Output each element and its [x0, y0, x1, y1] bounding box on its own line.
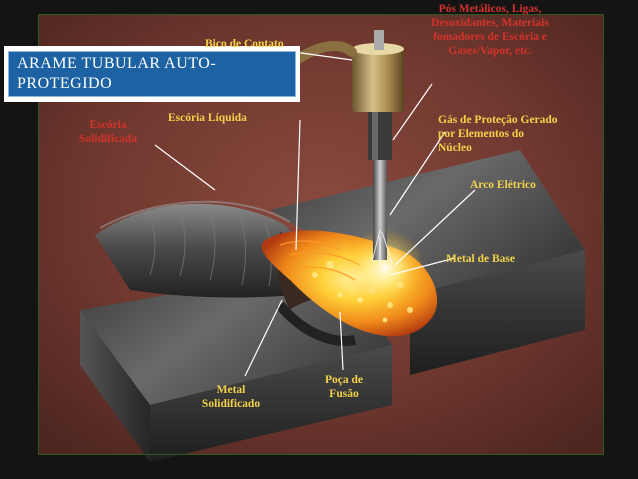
label-gas-line1: Gás de Proteção Gerado	[438, 114, 558, 126]
label-pos-line1: Pós Metálicos, Ligas,	[438, 3, 542, 15]
label-escoria-sol-line1: Escória	[89, 119, 127, 131]
label-pos-line2: Desoxidantes, Materiais	[431, 17, 549, 29]
label-bico-de-contato: Bico de Contato	[205, 38, 284, 50]
label-metal-solidificado: Metal Solidificado	[186, 383, 276, 411]
label-metal-de-base: Metal de Base	[446, 253, 515, 265]
label-arco-eletrico: Arco Elétrico	[470, 179, 536, 191]
label-poca-line1: Poça de	[324, 374, 363, 386]
label-escoria-liquida: Escória Líquida	[168, 112, 247, 124]
label-gas-protecao: Gás de Proteção Gerado por Elementos do …	[438, 113, 558, 155]
label-metal-sol-line2: Solidificado	[201, 398, 261, 410]
label-poca-de-fusao: Poça de Fusão	[312, 373, 376, 401]
label-poca-line2: Fusão	[329, 388, 359, 400]
label-escoria-solidificada: Escória Solidificada	[58, 118, 158, 146]
label-pos-metalicos: Pós Metálicos, Ligas, Desoxidantes, Mate…	[395, 2, 585, 58]
label-metal-sol-line1: Metal	[216, 384, 246, 396]
slide-title: ARAME TUBULAR AUTO-PROTEGIDO	[8, 51, 296, 97]
label-escoria-sol-line2: Solidificada	[78, 133, 138, 145]
label-pos-line3: fomadores de Escória e	[433, 31, 547, 43]
label-gas-line2: por Elementos do	[438, 128, 525, 140]
label-pos-line4: Gases/Vapor, etc.	[448, 45, 532, 57]
title-box: ARAME TUBULAR AUTO-PROTEGIDO	[4, 46, 300, 102]
label-gas-line3: Núcleo	[438, 142, 472, 154]
